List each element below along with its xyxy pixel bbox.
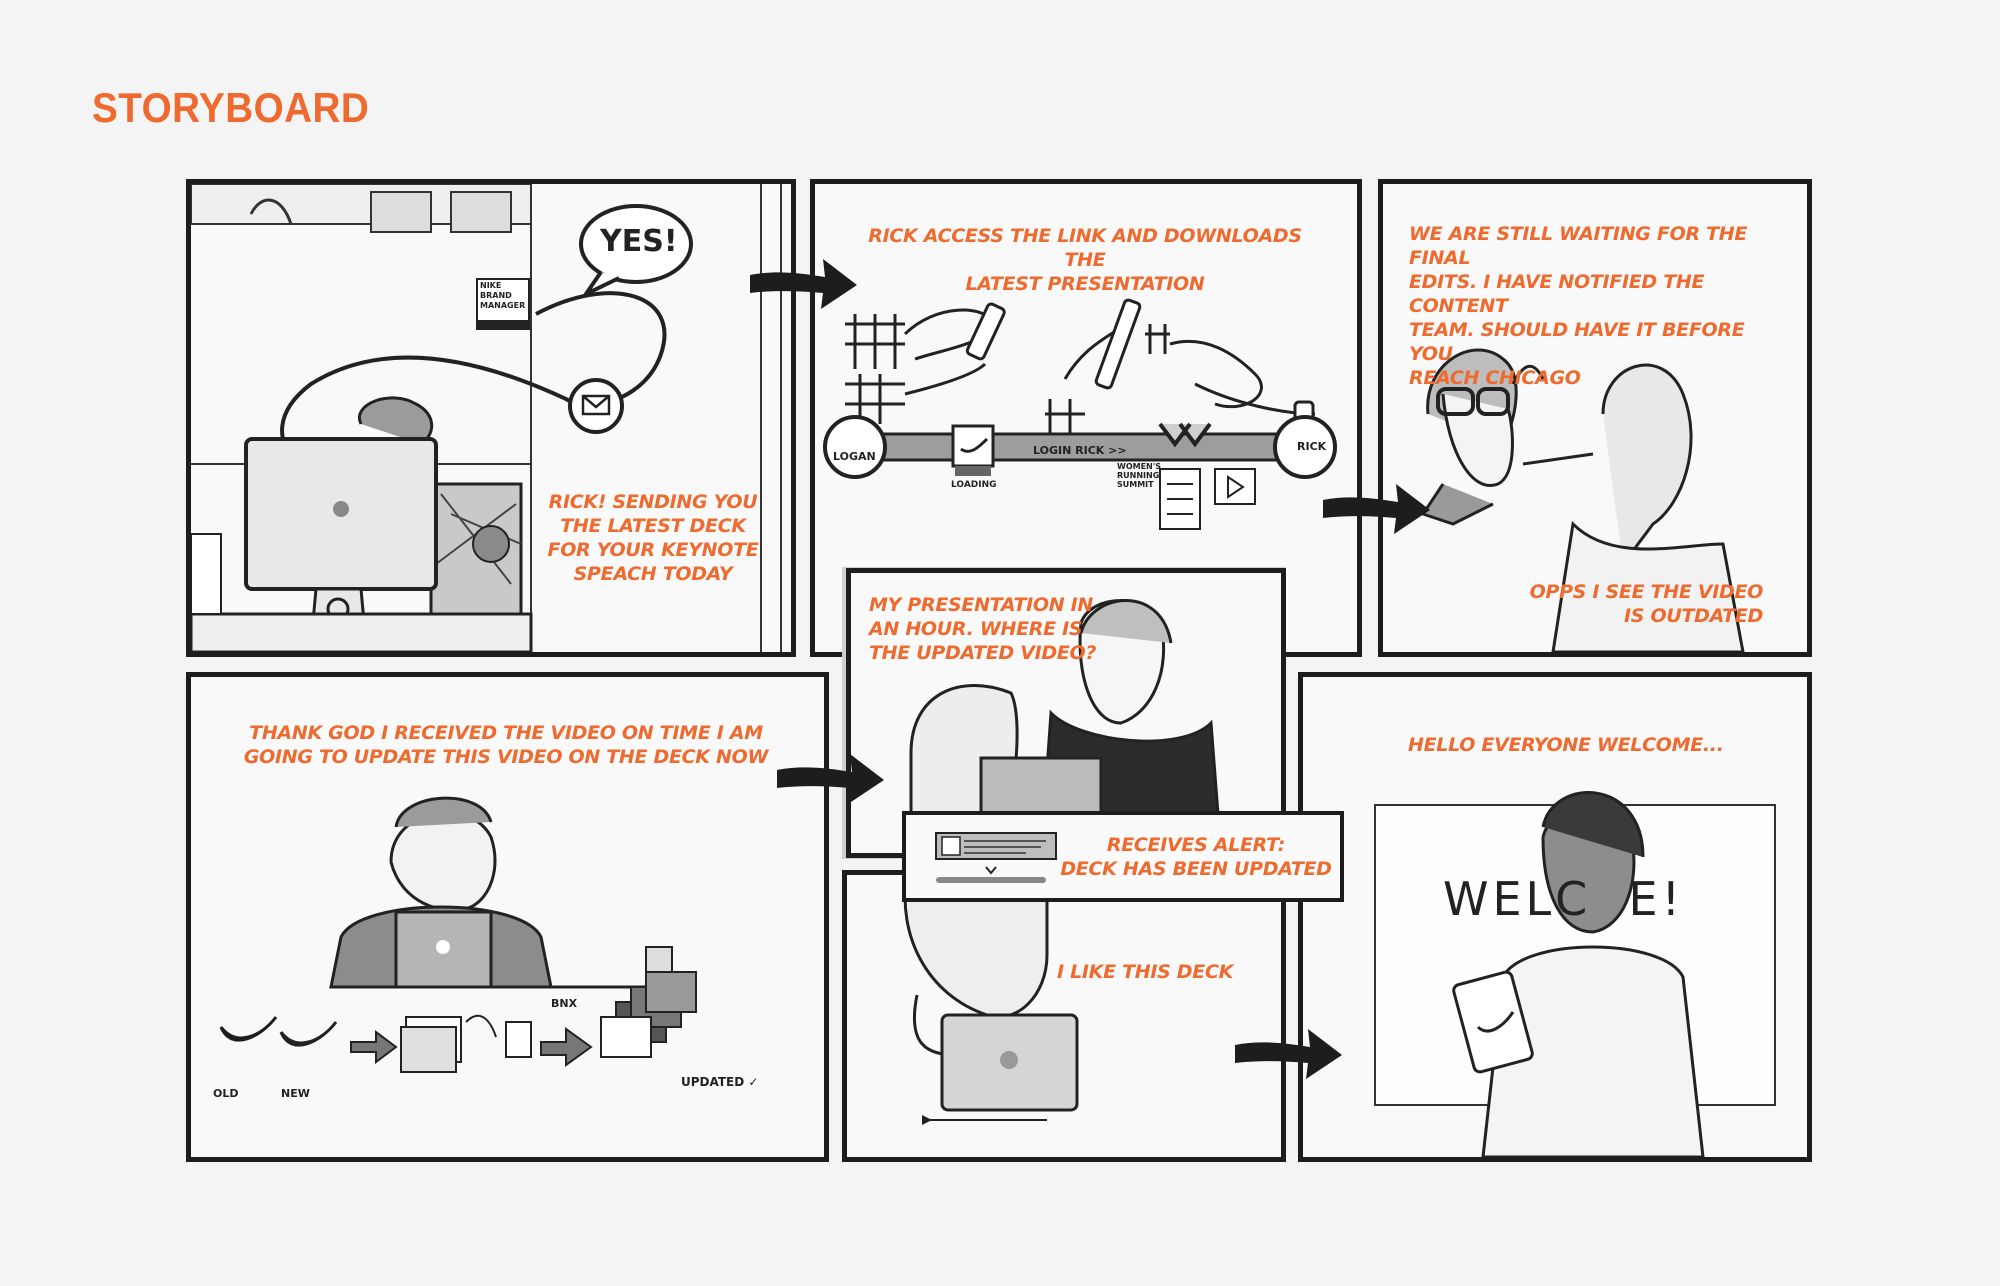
panel-3-caption-top: WE ARE STILL WAITING FOR THE FINAL EDITS…: [1409, 223, 1748, 389]
storyboard-panel-3: WE ARE STILL WAITING FOR THE FINAL EDITS…: [1378, 179, 1812, 657]
timeline-label-summit: WOMEN'S RUNNING SUMMIT: [1117, 462, 1161, 489]
welcome-board-text: WELC E!: [1443, 872, 1685, 926]
panel-3-illustration: [1383, 184, 1807, 652]
storyboard-panel-1: YES! NIKE BRAND MANAGER RICK! SENDING YO…: [186, 179, 796, 657]
label-new: NEW: [281, 1087, 310, 1100]
arrow-panel-7-to-8: [1235, 1029, 1342, 1079]
panel-5-caption: RECEIVES ALERT: DECK HAS BEEN UPDATED: [1060, 834, 1332, 880]
panel-8-illustration: [1303, 677, 1807, 1157]
label-updated: UPDATED ✓: [681, 1075, 759, 1089]
panel-7-caption: I LIKE THIS DECK: [1057, 961, 1234, 983]
storyboard-panel-7: I LIKE THIS DECK: [842, 870, 1286, 1162]
arrow-panel-2-to-3: [1323, 484, 1430, 534]
page-title: STORYBOARD: [92, 84, 370, 131]
storyboard-panel-5: RECEIVES ALERT: DECK HAS BEEN UPDATED: [902, 811, 1344, 902]
panel-3-caption-bottom: OPPS I SEE THE VIDEO IS OUTDATED: [1529, 581, 1764, 627]
arrow-panel-1-to-2: [750, 259, 857, 309]
panel-2-caption: RICK ACCESS THE LINK AND DOWNLOADS THE L…: [868, 225, 1302, 295]
panel-6-illustration: [191, 677, 824, 1157]
timeline-label-logan: LOGAN: [833, 450, 876, 463]
timeline-label-loading: LOADING: [951, 480, 997, 490]
panel-1-illustration: [191, 184, 791, 652]
panel-1-caption: RICK! SENDING YOU THE LATEST DECK FOR YO…: [547, 491, 759, 585]
storyboard-panel-6: THANK GOD I RECEIVED THE VIDEO ON TIME I…: [186, 672, 829, 1162]
notification-illustration: [906, 815, 1340, 898]
timeline-label-rick: RICK: [1297, 440, 1327, 453]
timeline-label-login: LOGIN RICK >>: [1033, 444, 1127, 457]
storyboard-panel-8: HELLO EVERYONE WELCOME... WELC E!: [1298, 672, 1812, 1162]
badge-label: NIKE BRAND MANAGER: [480, 281, 526, 310]
panel-8-caption: HELLO EVERYONE WELCOME...: [1408, 734, 1724, 756]
label-bnx: BNX: [551, 997, 578, 1010]
speech-bubble-yes: YES!: [600, 224, 678, 259]
arrow-panel-6-to-4: [777, 754, 884, 804]
panel-4-caption: MY PRESENTATION IN AN HOUR. WHERE IS THE…: [869, 594, 1097, 664]
label-old: OLD: [213, 1087, 239, 1100]
panel-6-caption: THANK GOD I RECEIVED THE VIDEO ON TIME I…: [243, 722, 769, 768]
panel-7-illustration: [847, 875, 1281, 1157]
